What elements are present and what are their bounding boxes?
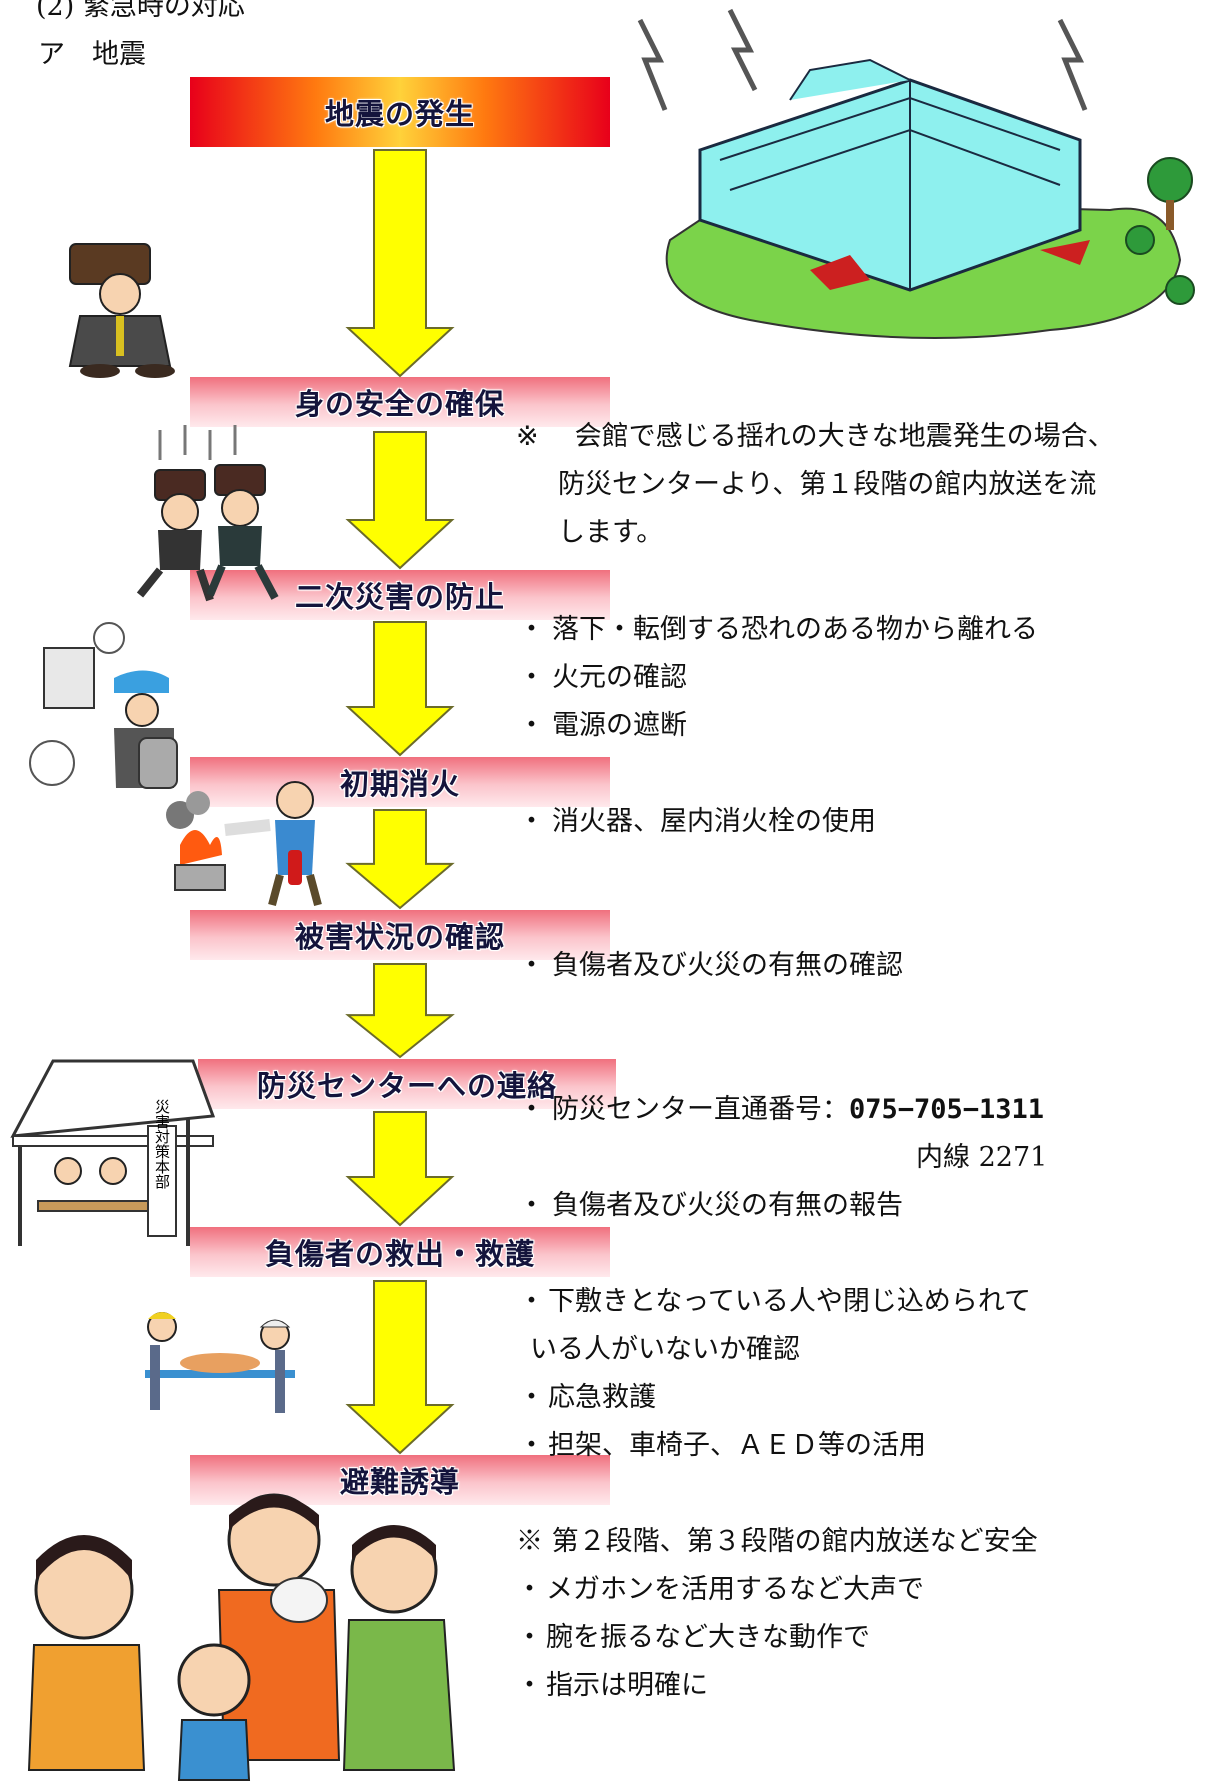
safety-note-line2: 防災センターより、第１段階の館内放送を流: [558, 469, 1097, 500]
flow-arrow-5: [345, 963, 455, 1059]
step-prevent-secondary-disaster: 二次災害の防止: [190, 570, 610, 620]
evacuation-list: ※ 第２段階、第３段階の館内放送など安全 ・メガホンを活用するなど大声で ・腕を…: [516, 1518, 1038, 1710]
list-item: ・メガホンを活用するなど大声で: [516, 1574, 924, 1605]
step-initial-firefighting: 初期消火: [190, 757, 610, 807]
damage-check-list: ・負傷者及び火災の有無の確認: [518, 942, 903, 990]
list-item: ・下敷きとなっている人や閉じ込められて: [518, 1286, 1032, 1317]
evacuation-group-illustration: [27, 1493, 456, 1781]
disaster-hq-tent-illustration: 災害対策本部: [10, 1059, 216, 1246]
extension-number: 内線 2271: [916, 1142, 1048, 1173]
step-earthquake-occurs: 地震の発生: [190, 77, 610, 147]
flow-arrow-6: [345, 1111, 455, 1227]
list-item: ・負傷者及び火災の有無の報告: [518, 1190, 903, 1221]
list-item: ・指示は明確に: [516, 1670, 708, 1701]
firefighting-list: ・消火器、屋内消火栓の使用: [518, 798, 876, 846]
step-rescue-injured: 負傷者の救出・救護: [190, 1227, 610, 1277]
list-item: ・消火器、屋内消火栓の使用: [518, 806, 876, 837]
list-item: ・防災センター直通番号：075−705−1311: [518, 1094, 1045, 1125]
subsection-heading: ア 地震: [38, 39, 146, 70]
flow-arrow-4: [345, 809, 455, 910]
flow-arrow-2: [345, 431, 455, 570]
worker-shutting-off-gas-illustration: [29, 622, 178, 789]
flow-arrow-7: [345, 1280, 455, 1455]
safety-note-line1: ※会館で感じる揺れの大きな地震発生の場合、: [516, 421, 1115, 452]
safety-note-line3: します。: [558, 517, 664, 548]
list-item: ・火元の確認: [518, 662, 687, 693]
stretcher-rescue-illustration: [145, 1312, 295, 1413]
step-ensure-safety: 身の安全の確保: [190, 377, 610, 427]
tent-sign: 災害対策本部: [153, 1099, 171, 1189]
secondary-disaster-list: ・落下・転倒する恐れのある物から離れる ・火元の確認 ・電源の遮断: [518, 606, 1038, 750]
list-item: ・電源の遮断: [518, 710, 687, 741]
contact-list: ・防災センター直通番号：075−705−1311 内線 2271 ・負傷者及び火…: [518, 1086, 1047, 1230]
list-item: ・応急救護: [518, 1382, 656, 1413]
list-item: ・落下・転倒する恐れのある物から離れる: [518, 614, 1038, 645]
crouching-man-illustration: [68, 243, 175, 378]
list-item: ・負傷者及び火災の有無の確認: [518, 950, 903, 981]
note-mark: ※: [516, 421, 539, 452]
shaking-building-illustration: [637, 8, 1195, 339]
rescue-list: ・下敷きとなっている人や閉じ込められて いる人がいないか確認 ・応急救護 ・担架…: [518, 1278, 1031, 1470]
step-contact-disaster-center: 防災センターへの連絡: [198, 1059, 616, 1109]
phone-number: 075−705−1311: [849, 1094, 1045, 1125]
flow-arrow-1: [345, 149, 455, 378]
list-item: ・腕を振るなど大きな動作で: [516, 1622, 870, 1653]
list-item: ・担架、車椅子、ＡＥＤ等の活用: [518, 1430, 926, 1461]
running-people-illustration: [136, 425, 279, 602]
section-heading: (2) 緊急時の対応: [36, 0, 245, 22]
fire-extinguisher-illustration: [166, 781, 322, 907]
flow-arrow-3: [345, 621, 455, 757]
step-check-damage: 被害状況の確認: [190, 910, 610, 960]
